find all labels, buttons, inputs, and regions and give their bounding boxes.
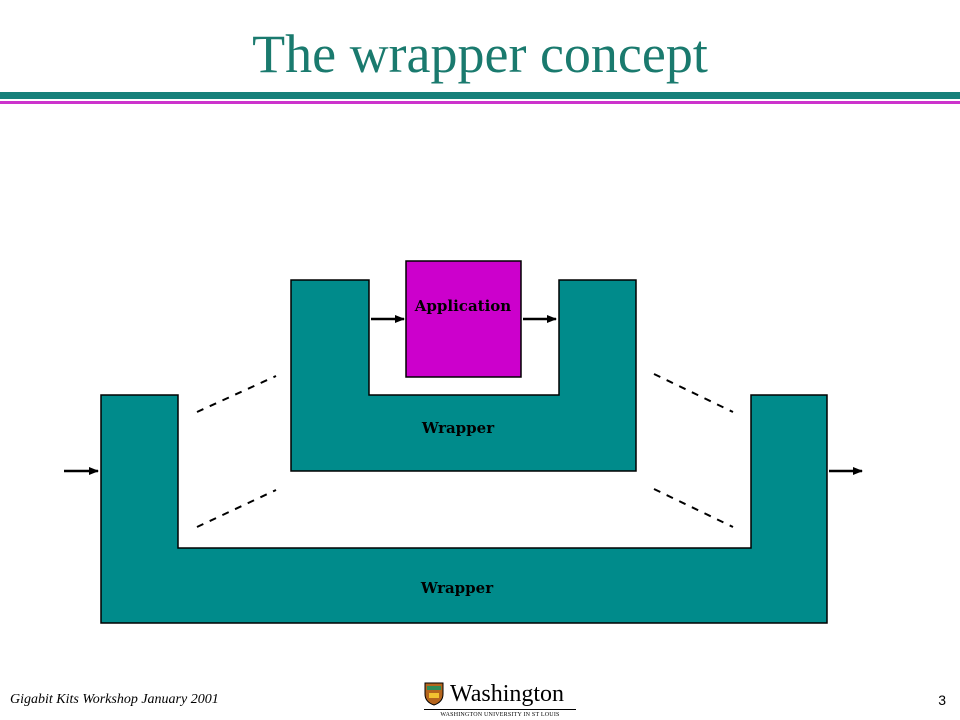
dashed-line-upper-right — [653, 373, 734, 413]
dashed-line-lower-left — [196, 489, 277, 528]
shield-icon — [424, 682, 444, 706]
dashed-line-lower-right — [653, 488, 734, 528]
application-box — [405, 260, 522, 378]
page-number: 3 — [938, 692, 946, 708]
footer-workshop-text: Gigabit Kits Workshop January 2001 — [10, 692, 219, 707]
logo-subtext: WASHINGTON UNIVERSITY IN ST LOUIS — [424, 709, 576, 719]
washington-university-logo: Washington WASHINGTON UNIVERSITY IN ST L… — [424, 681, 576, 719]
dashed-line-upper-left — [196, 375, 277, 413]
title-rule-magenta — [0, 101, 960, 104]
outer-wrapper-shape — [100, 394, 828, 624]
inner-wrapper-label: Wrapper — [421, 419, 495, 437]
application-label: Application — [414, 297, 511, 315]
slide-title: The wrapper concept — [252, 24, 708, 84]
title-rule-teal — [0, 92, 960, 99]
outer-wrapper-label: Wrapper — [420, 579, 494, 597]
logo-wordmark: Washington — [450, 681, 565, 707]
inner-wrapper-shape — [290, 279, 637, 472]
